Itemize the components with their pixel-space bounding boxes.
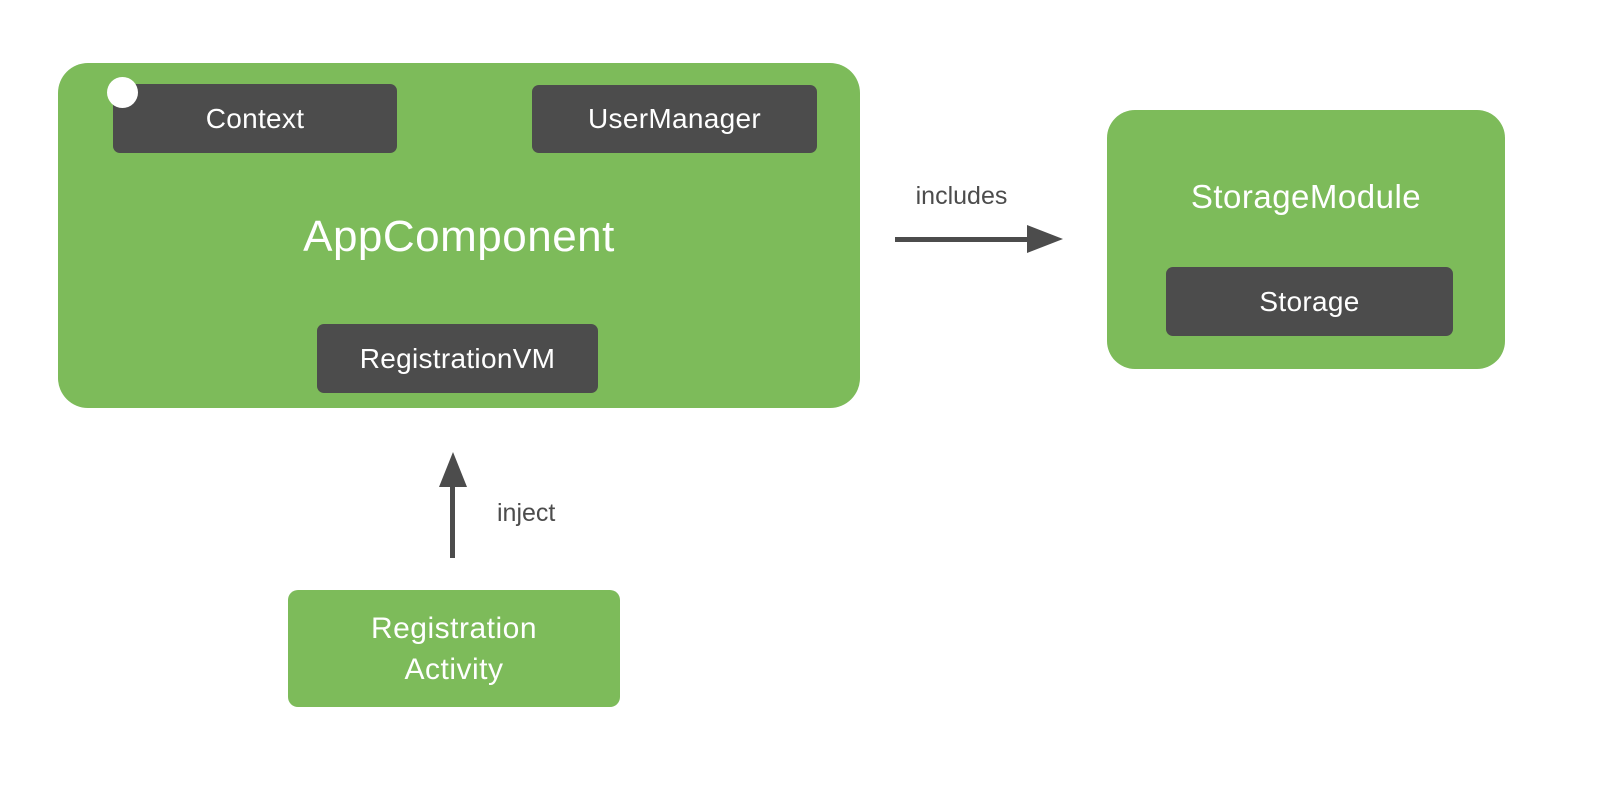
includes-arrow-line: [895, 237, 1030, 242]
registration-vm-label: RegistrationVM: [359, 342, 556, 374]
corner-dot-icon: [107, 77, 138, 108]
user-manager-chip: UserManager: [532, 85, 817, 153]
registration-vm-chip: RegistrationVM: [317, 324, 598, 393]
storage-label: Storage: [1259, 285, 1360, 317]
user-manager-label: UserManager: [588, 103, 761, 134]
includes-arrowhead-icon: [1027, 225, 1063, 253]
storage-chip: Storage: [1166, 267, 1453, 336]
inject-arrow-line: [450, 485, 455, 558]
context-label: Context: [205, 102, 305, 134]
registration-activity-box: Registration Activity: [288, 590, 620, 707]
includes-label: includes: [915, 182, 1008, 210]
context-chip: Context: [113, 84, 397, 153]
app-component-label: AppComponent: [303, 212, 615, 261]
registration-activity-label-line2: Activity: [404, 652, 504, 686]
registration-activity-label-line1: Registration: [370, 611, 538, 645]
inject-label: inject: [497, 499, 556, 527]
inject-arrowhead-icon: [439, 452, 467, 487]
storage-module-label: StorageModule: [1190, 178, 1422, 215]
